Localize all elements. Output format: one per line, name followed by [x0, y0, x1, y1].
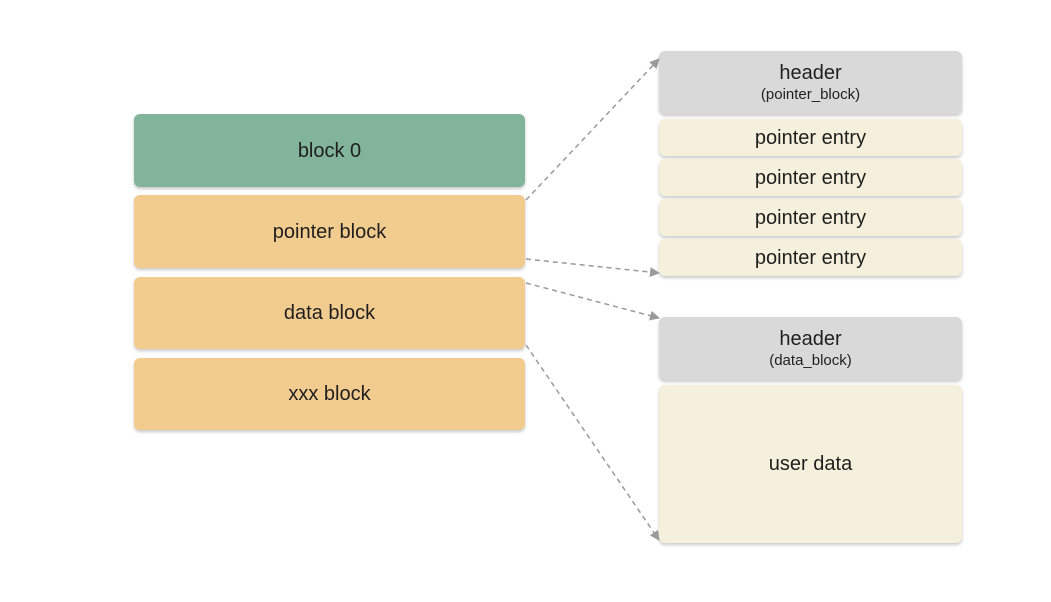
pointer-block-header: header (pointer_block) — [659, 51, 962, 114]
pointer-block: pointer block — [134, 195, 525, 268]
arrow-data-block-to-user-data-end — [525, 344, 660, 541]
pointer-block-header-subtitle: (pointer_block) — [760, 85, 861, 103]
pointer-entry-label: pointer entry — [754, 206, 867, 229]
user-data-area: user data — [659, 385, 962, 543]
xxx-block: xxx block — [134, 358, 525, 430]
data-block-header-title: header — [779, 327, 842, 350]
pointer-block-header-title: header — [779, 61, 842, 84]
data-block-label: data block — [283, 302, 376, 324]
data-block-header-subtitle: (data_block) — [769, 351, 852, 369]
pointer-entry: pointer entry — [659, 119, 962, 156]
pointer-entry: pointer entry — [659, 199, 962, 236]
pointer-entry: pointer entry — [659, 159, 962, 196]
pointer-entry-label: pointer entry — [754, 246, 867, 269]
user-data-label: user data — [768, 453, 853, 475]
block-0: block 0 — [134, 114, 525, 187]
arrow-pointer-block-to-header — [525, 58, 660, 201]
pointer-entry-label: pointer entry — [754, 126, 867, 149]
xxx-block-label: xxx block — [288, 383, 371, 405]
pointer-entry-label: pointer entry — [754, 166, 867, 189]
arrow-data-block-to-header — [525, 282, 660, 321]
block-0-label: block 0 — [297, 139, 362, 162]
arrow-pointer-block-to-last-entry — [525, 258, 660, 278]
data-block: data block — [134, 277, 525, 349]
pointer-entry: pointer entry — [659, 239, 962, 276]
pointer-block-label: pointer block — [272, 220, 387, 243]
data-block-header: header (data_block) — [659, 317, 962, 380]
